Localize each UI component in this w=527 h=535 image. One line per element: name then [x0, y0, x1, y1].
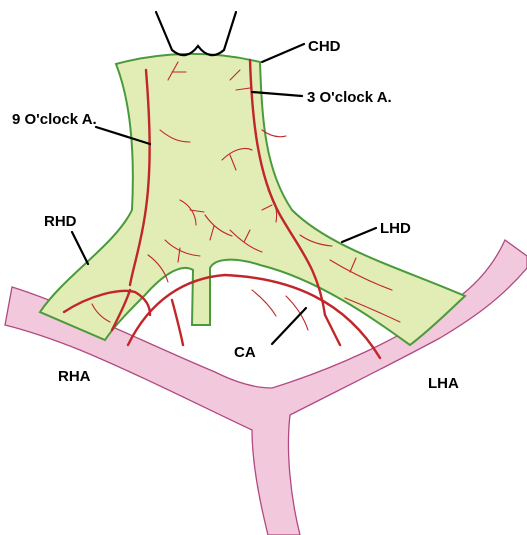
- rha-label: RHA: [58, 368, 91, 385]
- ca-leader: [272, 308, 306, 344]
- chd-label: CHD: [308, 38, 341, 55]
- left-side-artery-branch: [325, 315, 340, 345]
- chd-leader: [262, 44, 304, 62]
- rhd-leader: [72, 232, 88, 264]
- rhd-label: RHD: [44, 213, 77, 230]
- three-oclock-label: 3 O'clock A.: [307, 89, 392, 106]
- lhd-leader: [342, 228, 376, 242]
- twig: [252, 290, 276, 316]
- lhd-label: LHD: [380, 220, 411, 237]
- ca-label: CA: [234, 344, 256, 361]
- lha-label: LHA: [428, 375, 459, 392]
- duct-cut-end: [156, 12, 236, 55]
- inner-arcade-loop: [172, 300, 183, 345]
- nine-oclock-label: 9 O'clock A.: [12, 111, 97, 128]
